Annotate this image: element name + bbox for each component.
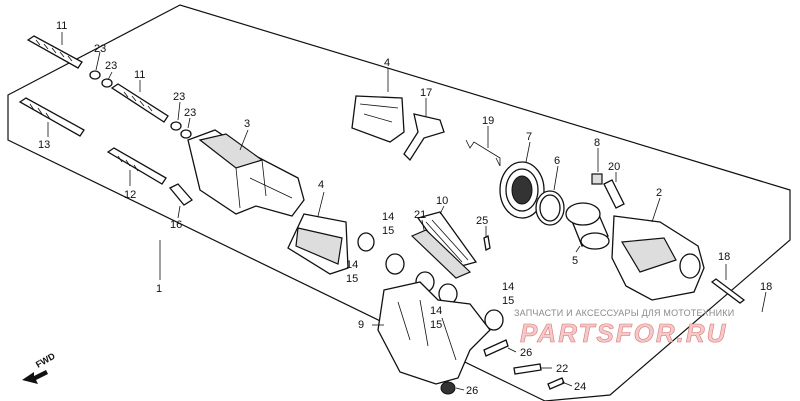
watermark: ЗАПЧАСТИ И АКСЕССУАРЫ ДЛЯ МОТОТЕХНИКИ PA…: [514, 308, 734, 348]
label-part-15-b: 15: [346, 273, 358, 285]
bleeder-cap-8: [591, 173, 603, 185]
bolt-22: [513, 363, 542, 375]
label-part-18-a: 18: [718, 251, 730, 263]
label-part-17: 17: [420, 87, 432, 99]
label-part-4-lower: 4: [318, 179, 324, 191]
label-part-14-b: 14: [346, 259, 358, 271]
o-ring-23d: [180, 129, 192, 139]
label-part-20: 20: [608, 161, 620, 173]
dust-seal-7: [499, 161, 545, 219]
bolt-26-lower: [440, 381, 456, 395]
label-part-14-a: 14: [382, 211, 394, 223]
label-part-21: 21: [414, 209, 426, 221]
label-part-8: 8: [594, 137, 600, 149]
bolt-26-upper: [483, 339, 509, 357]
bolt-18a: [710, 278, 746, 304]
label-part-11-lower: 11: [134, 69, 145, 81]
label-part-18-b: 18: [760, 281, 772, 293]
part-labels: 11 23 23 11 23 23 13 12 16 3 1 4 17 19 7…: [38, 20, 772, 397]
bolt-11-lower: [110, 83, 169, 123]
label-part-15-a: 15: [382, 225, 394, 237]
pin-13: [18, 97, 85, 137]
pad-spring-17: [403, 113, 445, 162]
label-part-23-d: 23: [184, 107, 196, 119]
o-ring-23a: [89, 70, 101, 80]
brake-pad-4-lower: [287, 213, 349, 275]
label-part-26-upper: 26: [520, 347, 532, 359]
label-part-2: 2: [656, 187, 662, 199]
label-part-11-upper: 11: [56, 20, 67, 32]
label-part-25: 25: [476, 215, 488, 227]
boot-14-15-a: [357, 232, 375, 252]
bolt-11-upper: [26, 35, 83, 69]
label-part-7: 7: [526, 131, 532, 143]
o-ring-23c: [170, 121, 182, 131]
retainer-clip-19: [465, 139, 501, 167]
watermark-caption: ЗАПЧАСТИ И АКСЕССУАРЫ ДЛЯ МОТОТЕХНИКИ: [514, 308, 734, 318]
label-part-10: 10: [436, 195, 448, 207]
label-part-12: 12: [124, 189, 136, 201]
label-part-9: 9: [358, 319, 364, 331]
bushing-16: [168, 183, 193, 206]
label-part-14-c: 14: [502, 281, 514, 293]
leader-lines: [47, 32, 767, 391]
piston-5: [565, 202, 610, 250]
pin-12: [106, 147, 167, 185]
shim-21: [410, 229, 472, 279]
label-part-23-b: 23: [105, 60, 117, 72]
label-part-3: 3: [244, 118, 250, 130]
label-part-23-a: 23: [94, 43, 106, 55]
label-part-15-d: 15: [430, 319, 442, 331]
label-part-15-c: 15: [502, 295, 514, 307]
bolt-24: [547, 377, 565, 390]
forward-arrow-icon: FWD: [22, 351, 57, 384]
boot-14-15-b: [385, 253, 405, 275]
caliper-body-3: [187, 129, 305, 217]
label-part-22: 22: [556, 363, 568, 375]
label-part-1: 1: [156, 283, 162, 295]
fwd-label: FWD: [34, 351, 57, 370]
o-ring-23b: [101, 78, 113, 88]
label-part-4-upper: 4: [384, 57, 390, 69]
caliper-2: [611, 215, 705, 301]
label-part-13: 13: [38, 139, 50, 151]
label-part-26-lower: 26: [466, 385, 478, 397]
label-part-23-c: 23: [173, 91, 185, 103]
label-part-19: 19: [482, 115, 494, 127]
label-part-24: 24: [574, 381, 586, 393]
brake-pad-4-upper: [351, 95, 405, 143]
assembly-frame: [7, 4, 791, 401]
label-part-14-d: 14: [430, 305, 442, 317]
label-part-6: 6: [554, 155, 560, 167]
piston-seal-6: [535, 190, 565, 226]
watermark-brand: PARTSFOR.RU: [520, 318, 727, 348]
bleeder-valve-20: [603, 179, 625, 209]
caliper-bracket-9: [377, 281, 491, 385]
pin-25: [483, 235, 491, 251]
label-part-5: 5: [572, 255, 578, 267]
label-part-16: 16: [170, 219, 182, 231]
boot-14-15-e: [484, 309, 504, 331]
